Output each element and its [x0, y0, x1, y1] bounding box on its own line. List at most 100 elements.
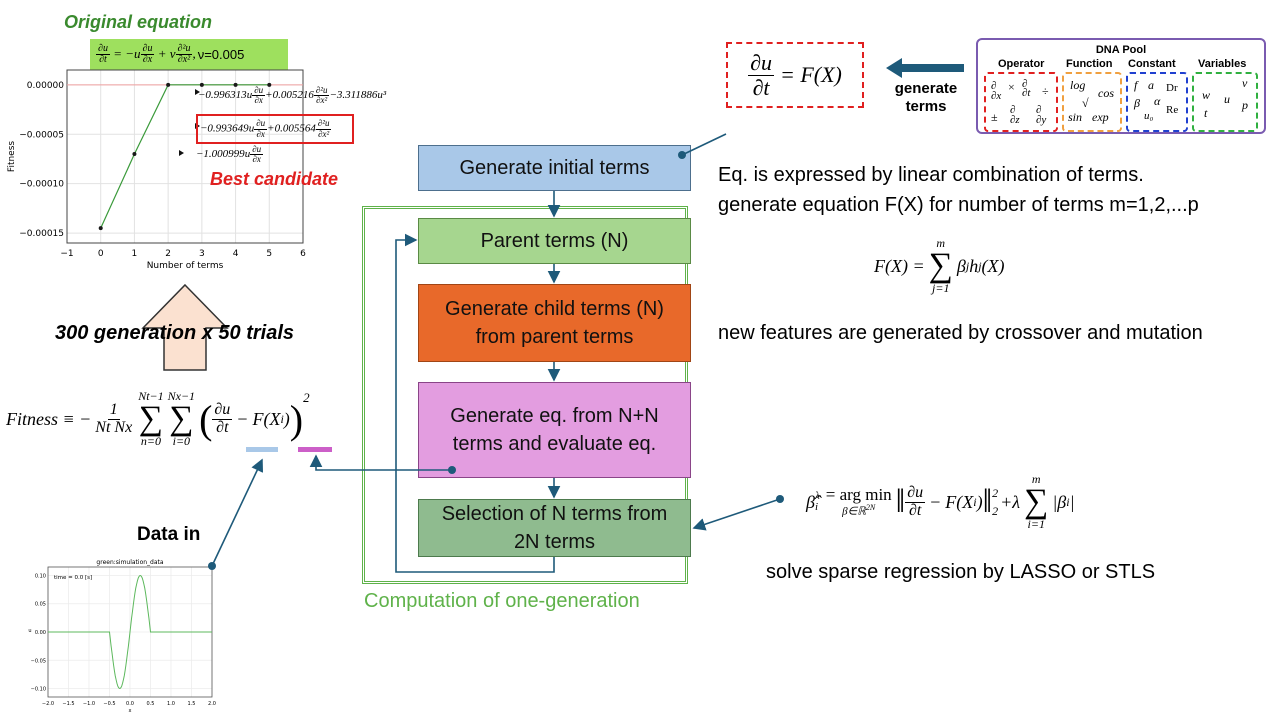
fx-underline — [298, 447, 332, 452]
const-f: f — [1134, 78, 1138, 92]
generate-terms-label: generate terms — [894, 80, 958, 115]
fitness-xtick-label: 2 — [165, 249, 171, 259]
fx-x: (X) — [981, 255, 1005, 276]
lasso-sum-top: m — [1031, 472, 1041, 487]
fitness-series-line — [100, 84, 270, 229]
sparse-regression-text: solve sparse regression by LASSO or STLS — [766, 561, 1156, 583]
candidate-1-terms: −1.000999u∂u∂x — [196, 144, 264, 165]
const-beta: β — [1134, 96, 1140, 110]
var-w: w — [1202, 88, 1211, 102]
fx-beta: β — [956, 255, 966, 276]
fx-h: h — [969, 255, 979, 276]
const-a: a — [1148, 78, 1154, 92]
fn-sqrt: √ — [1082, 96, 1089, 110]
candidate-2-text: −0.993649u∂u∂x+0.005564∂²u∂x² — [200, 118, 332, 139]
dna-operator-group: ∂ ∂x × ∂ ∂t ÷ ± ∂ ∂z ∂ ∂y — [984, 72, 1058, 132]
fitness-frac-num: 1 — [107, 400, 120, 420]
candidate-3-terms: −0.996313u∂u∂x+0.005216∂²u∂x²−3.311886u³ — [198, 85, 387, 106]
fitness-xtick-label: 3 — [199, 249, 205, 259]
const-dr: Dr — [1166, 82, 1178, 94]
fitness-xtick-label: 1 — [132, 249, 138, 259]
sim-xtick-label: −1.0 — [83, 701, 95, 707]
sim-xtick-label: 1.5 — [188, 701, 196, 707]
var-u: u — [1224, 92, 1230, 106]
sum1-bot: n=0 — [140, 434, 161, 448]
lasso-lambda: +λ — [1000, 491, 1021, 512]
sim-xtick-label: 1.0 — [167, 701, 175, 707]
candidate-pointer-icon — [179, 150, 184, 156]
lasso-argmin: = arg min β∈ℝ2N — [826, 486, 892, 518]
candidate-pointer-icon — [195, 89, 200, 95]
generation-caption: Computation of one-generation — [364, 590, 640, 612]
sum2-top: Nx−1 — [167, 389, 196, 404]
generation-text: 300 generation x 50 trials — [55, 322, 295, 344]
fitness-point — [166, 82, 171, 87]
var-v: v — [1242, 76, 1248, 90]
original-equation-box: ∂u∂t = −u∂u∂x + ν∂²u∂x², ν=0.005 — [90, 39, 288, 70]
fitness-xtick-label: −1 — [60, 249, 73, 259]
sim-xtick-label: −2.0 — [42, 701, 54, 707]
fitness-sum1: Nt−1 ∑ n=0 — [138, 389, 164, 448]
lasso-i-sub: i — [814, 501, 819, 513]
lasso-fx: F(X — [945, 491, 974, 512]
fitness-point — [199, 82, 204, 87]
fitness-minus: − — [236, 408, 249, 429]
sum2-bot: i=0 — [172, 434, 191, 448]
sim-xtick-label: −0.5 — [103, 701, 115, 707]
dna-function-group: log cos √ sin exp — [1062, 72, 1122, 132]
fitness-lhs: Fitness ≡ − — [6, 408, 92, 429]
lasso-sum-bot: i=1 — [1027, 517, 1045, 531]
fitness-frac: 1 Nt Nx — [93, 400, 134, 437]
fx-h-sub: j — [978, 258, 982, 273]
const-re: Re — [1166, 104, 1179, 116]
fitness-xlabel: Number of terms — [147, 261, 224, 271]
lasso-abs-sub: i — [1066, 494, 1070, 509]
selection-box: Selection of N terms from 2N terms — [418, 499, 691, 557]
fitness-fx-sub: i — [280, 411, 284, 426]
fitness-ytick-label: 0.00000 — [27, 81, 64, 91]
linear-combination-text: Eq. is expressed by linear combination o… — [718, 164, 1144, 186]
candidate-3-text: −0.996313u∂u∂x+0.005216∂²u∂x²−3.311886u³ — [198, 85, 387, 106]
sim-ytick-label: 0.10 — [35, 573, 46, 579]
lasso-norm-sub: 2 — [992, 504, 999, 518]
fx-sum-bot: j=1 — [932, 281, 950, 295]
fx-sum: m ∑ j=1 — [928, 236, 953, 295]
sim-xtick-label: 2.0 — [208, 701, 216, 707]
sim-xtick-label: 0.0 — [126, 701, 134, 707]
fn-sin: sin — [1068, 110, 1083, 124]
lasso-dudt: ∂u∂t — [905, 483, 926, 519]
fitness-formula: Fitness ≡ − 1 Nt Nx Nt−1 ∑ n=0 Nx−1 ∑ i=… — [6, 389, 310, 448]
lasso-lambda-sup: λ — [814, 490, 820, 502]
dna-header-operator: Operator — [998, 58, 1045, 70]
child-terms-label: Generate child terms (N) from parent ter… — [445, 298, 664, 348]
fitness-point — [98, 226, 103, 231]
original-equation-title: Original equation — [64, 12, 213, 32]
fitness-frac-den: Nt Nx — [95, 418, 133, 436]
fitness-sum2: Nx−1 ∑ i=0 — [167, 389, 196, 448]
fx-sum-top: m — [936, 236, 946, 251]
fitness-plot-frame — [66, 69, 304, 244]
fitness-power: 2 — [303, 390, 310, 405]
fn-cos: cos — [1098, 86, 1114, 100]
sim-xlabel: x — [129, 708, 132, 714]
candidate-1-text: −1.000999u∂u∂x — [196, 144, 264, 165]
lasso-argmin-text: = arg min — [825, 484, 892, 504]
fitness-ytick-label: −0.00015 — [19, 229, 64, 239]
var-t: t — [1204, 106, 1208, 120]
var-p: p — [1242, 98, 1248, 112]
big-up-arrow — [141, 283, 229, 371]
best-candidate-box: −0.993649u∂u∂x+0.005564∂²u∂x² — [196, 114, 354, 144]
fitness-point — [233, 82, 238, 87]
crossover-text: new features are generated by crossover … — [718, 322, 1203, 344]
fitness-xtick-label: 4 — [233, 249, 239, 259]
sim-xtick-label: −1.5 — [62, 701, 74, 707]
lasso-norm-sup: 2 — [992, 486, 999, 500]
sim-ytick-label: −0.05 — [31, 658, 46, 664]
sim-ytick-label: 0.00 — [35, 630, 46, 636]
data-in-label: Data in — [137, 524, 201, 545]
fitness-ytick-label: −0.00010 — [19, 180, 64, 190]
dna-pool-title: DNA Pool — [1095, 44, 1147, 56]
